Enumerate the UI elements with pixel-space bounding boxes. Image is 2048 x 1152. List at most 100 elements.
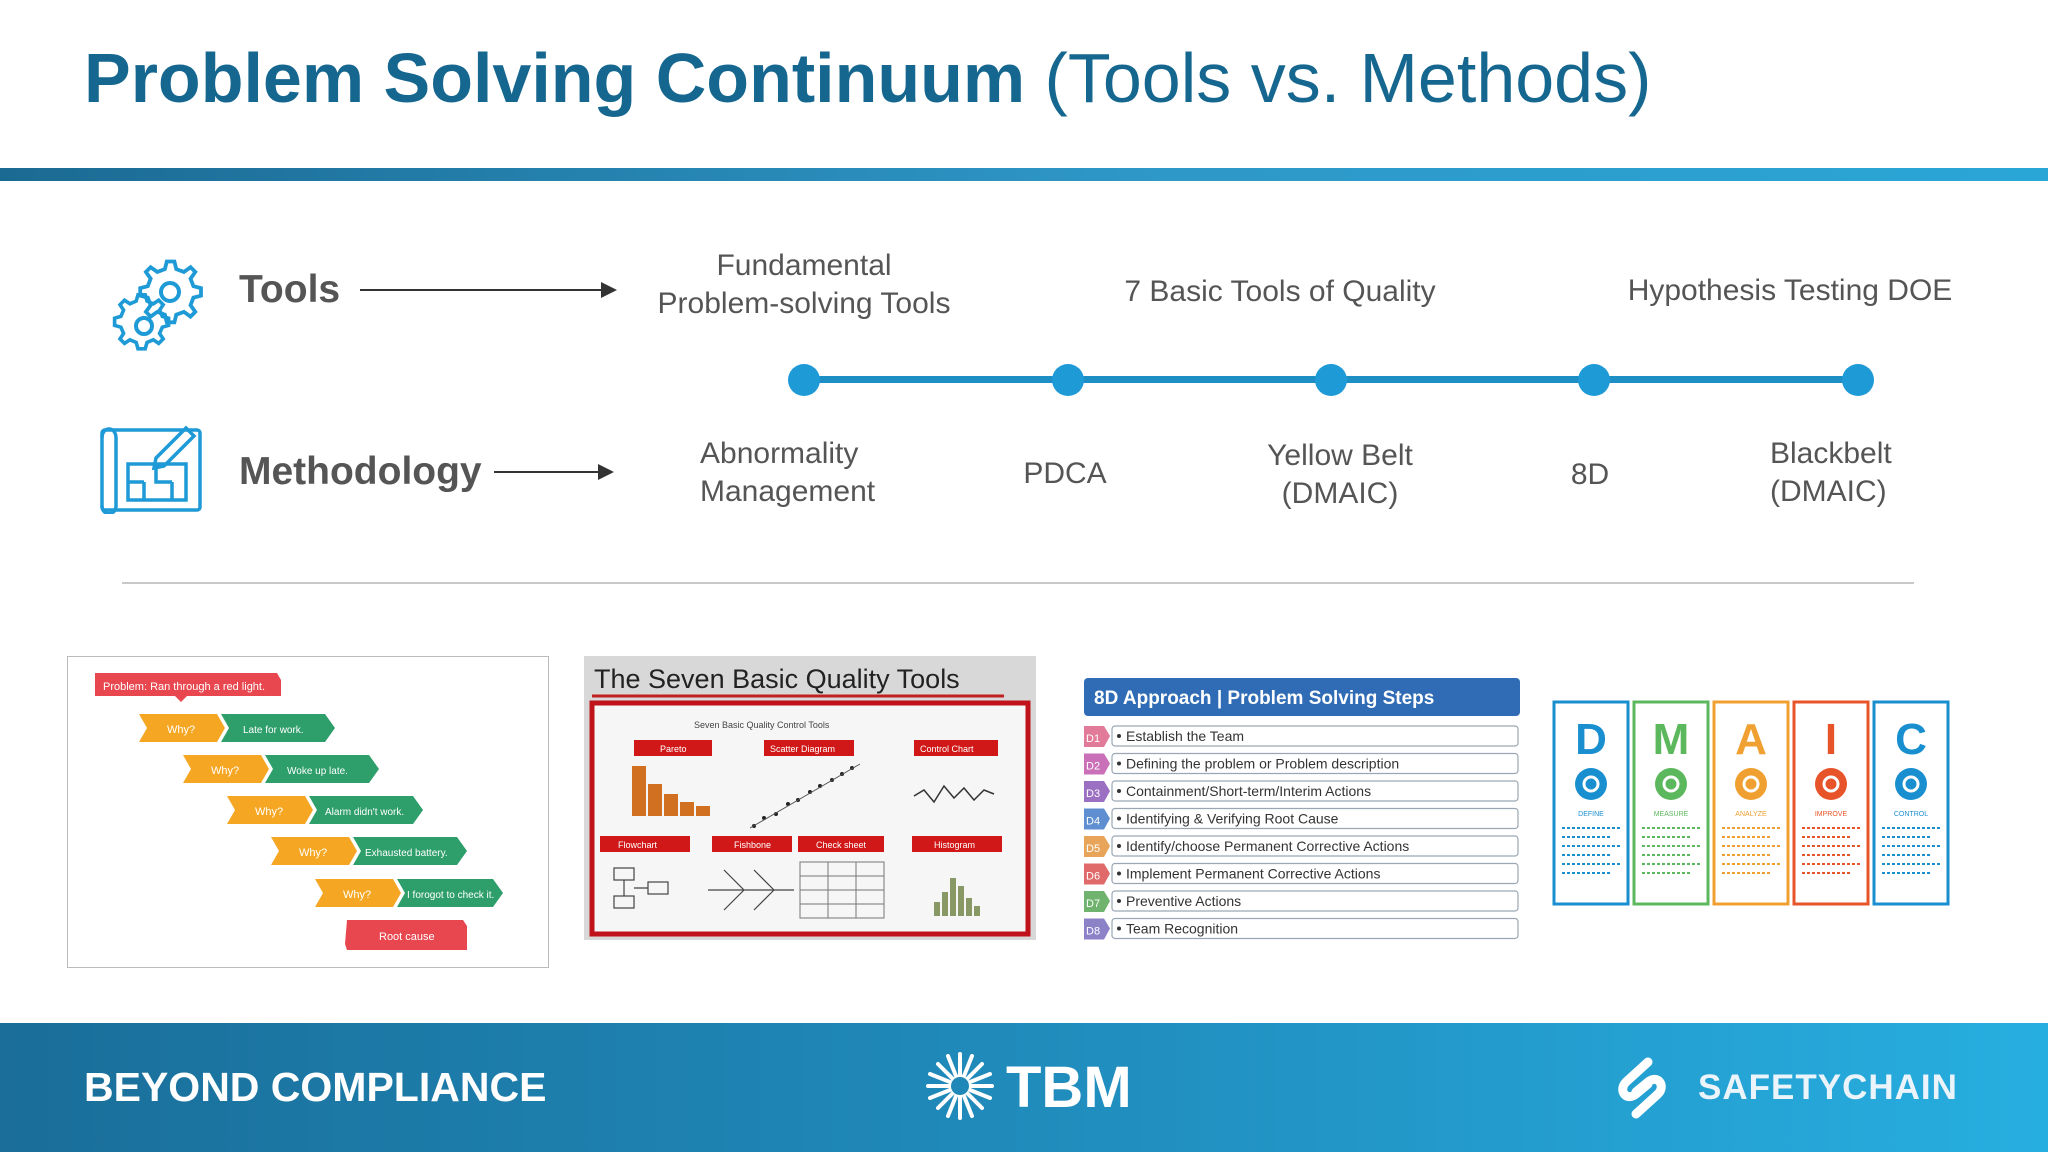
step-number: D5 bbox=[1086, 843, 1100, 855]
method-blackbelt-line1: Blackbelt bbox=[1770, 437, 1892, 470]
control-line bbox=[913, 784, 995, 804]
fishbone-sketch bbox=[708, 869, 794, 911]
step-number-badge bbox=[1084, 753, 1110, 775]
tool-control-tag bbox=[914, 740, 998, 756]
step-box bbox=[1111, 807, 1519, 830]
flowchart-sketch bbox=[613, 867, 669, 909]
bottom-tool-tags bbox=[600, 836, 1002, 852]
footer-bar bbox=[0, 1023, 2048, 1152]
phase-name: IMPROVE bbox=[1815, 811, 1848, 818]
problem-text: Problem: Ran through a red light. bbox=[103, 681, 265, 693]
tool-hypothesis-doe: Hypothesis Testing DOE bbox=[1627, 274, 1953, 307]
method-yellow-belt: Yellow Belt (DMAIC) bbox=[1220, 437, 1460, 513]
why-chevron bbox=[271, 837, 357, 865]
scatter-trend bbox=[749, 763, 861, 829]
step-box bbox=[1111, 890, 1519, 912]
checksheet-sketch bbox=[799, 861, 885, 919]
title-main: Problem Solving Continuum bbox=[84, 39, 1026, 117]
phase-icon bbox=[1815, 768, 1847, 800]
step-box bbox=[1111, 752, 1519, 775]
phase-letter: A bbox=[1735, 715, 1767, 764]
method-abnormality-line2: Management bbox=[700, 475, 876, 508]
phase-letter: M bbox=[1653, 715, 1690, 764]
method-8d: 8D bbox=[1570, 458, 1610, 491]
step-box bbox=[1111, 862, 1519, 885]
step-bullet bbox=[1117, 871, 1121, 876]
answer-text: Woke up late. bbox=[287, 766, 348, 777]
why-row-1: Why? Late for work. bbox=[139, 714, 335, 742]
step-number: D6 bbox=[1086, 871, 1100, 883]
five-whys-diagram: Problem: Ran through a red light. Why? L… bbox=[67, 656, 549, 968]
page-title: Problem Solving Continuum (Tools vs. Met… bbox=[84, 38, 1651, 118]
step-text: Team Recognition bbox=[1126, 921, 1238, 937]
answer-text: Exhausted battery. bbox=[365, 848, 448, 859]
step-number: D3 bbox=[1086, 788, 1100, 800]
method-yellow-line2: (DMAIC) bbox=[1281, 477, 1399, 510]
step-text: Identify/choose Permanent Corrective Act… bbox=[1126, 838, 1409, 854]
step-text: Identifying & Verifying Root Cause bbox=[1126, 811, 1339, 827]
safetychain-logo-icon bbox=[1618, 1057, 1666, 1119]
why-chevron bbox=[139, 714, 225, 742]
method-blackbelt-line2: (DMAIC) bbox=[1770, 475, 1887, 508]
dmaic-phase: I IMPROVE bbox=[1792, 700, 1870, 906]
step-text: Defining the problem or Problem descript… bbox=[1126, 756, 1399, 772]
eight-d-header: 8D Approach | Problem Solving Steps bbox=[1094, 688, 1434, 709]
why-row-2: Why? Woke up late. bbox=[183, 755, 379, 783]
seven-tools-title: The Seven Basic Quality Tools bbox=[594, 664, 960, 694]
tbm-starburst-icon bbox=[926, 1052, 994, 1120]
phase-letter: I bbox=[1825, 715, 1837, 764]
phase-name: DEFINE bbox=[1578, 811, 1604, 818]
phase-frame bbox=[1552, 700, 1630, 906]
step-number-badge bbox=[1084, 726, 1110, 747]
seven-tools-image: The Seven Basic Quality Tools Seven Basi… bbox=[584, 656, 1036, 940]
tool-flowchart-text: Flowchart bbox=[618, 840, 658, 850]
method-yellow-line1: Yellow Belt bbox=[1267, 439, 1413, 472]
safetychain-logo-text: SAFETYCHAIN bbox=[1698, 1068, 1958, 1107]
step-number: D2 bbox=[1086, 761, 1100, 773]
step-bullet bbox=[1117, 789, 1121, 793]
answer-chevron bbox=[397, 879, 503, 907]
method-abnormality-line1: Abnormality bbox=[700, 437, 859, 470]
methodology-arrow bbox=[494, 464, 614, 480]
step-number-badge bbox=[1084, 863, 1110, 885]
why-chevron bbox=[315, 879, 401, 907]
continuum-node-5 bbox=[1842, 364, 1874, 396]
tool-control-text: Control Chart bbox=[920, 744, 974, 754]
why-text: Why? bbox=[167, 724, 195, 736]
continuum-node-4 bbox=[1578, 364, 1610, 396]
eight-d-step: D8 Team Recognition bbox=[1084, 917, 1519, 940]
tool-pareto-text: Pareto bbox=[660, 744, 687, 754]
step-number-badge bbox=[1084, 836, 1110, 857]
seven-tools-subtitle: Seven Basic Quality Control Tools bbox=[694, 720, 830, 730]
step-text: Implement Permanent Corrective Actions bbox=[1126, 866, 1380, 882]
pareto-bars bbox=[632, 766, 710, 816]
answer-text: I forogot to check it. bbox=[407, 890, 494, 901]
answer-chevron bbox=[221, 714, 335, 742]
why-text: Why? bbox=[299, 847, 327, 859]
continuum-node-1 bbox=[788, 364, 820, 396]
phase-frame bbox=[1712, 700, 1790, 906]
step-bullet bbox=[1117, 761, 1121, 766]
continuum-node-3 bbox=[1315, 364, 1347, 396]
phase-frame bbox=[1632, 700, 1710, 906]
step-number: D1 bbox=[1086, 733, 1100, 745]
methodology-label: Methodology bbox=[239, 450, 482, 493]
step-bullet bbox=[1117, 926, 1121, 931]
problem-box bbox=[95, 673, 281, 702]
phase-icon bbox=[1575, 768, 1607, 800]
step-number: D8 bbox=[1086, 926, 1100, 938]
blueprint-icon bbox=[100, 425, 202, 514]
phase-icon-inner bbox=[1902, 775, 1920, 793]
why-text: Why? bbox=[211, 765, 239, 777]
tool-fishbone-text: Fishbone bbox=[734, 840, 771, 850]
root-cause-box bbox=[345, 920, 467, 950]
